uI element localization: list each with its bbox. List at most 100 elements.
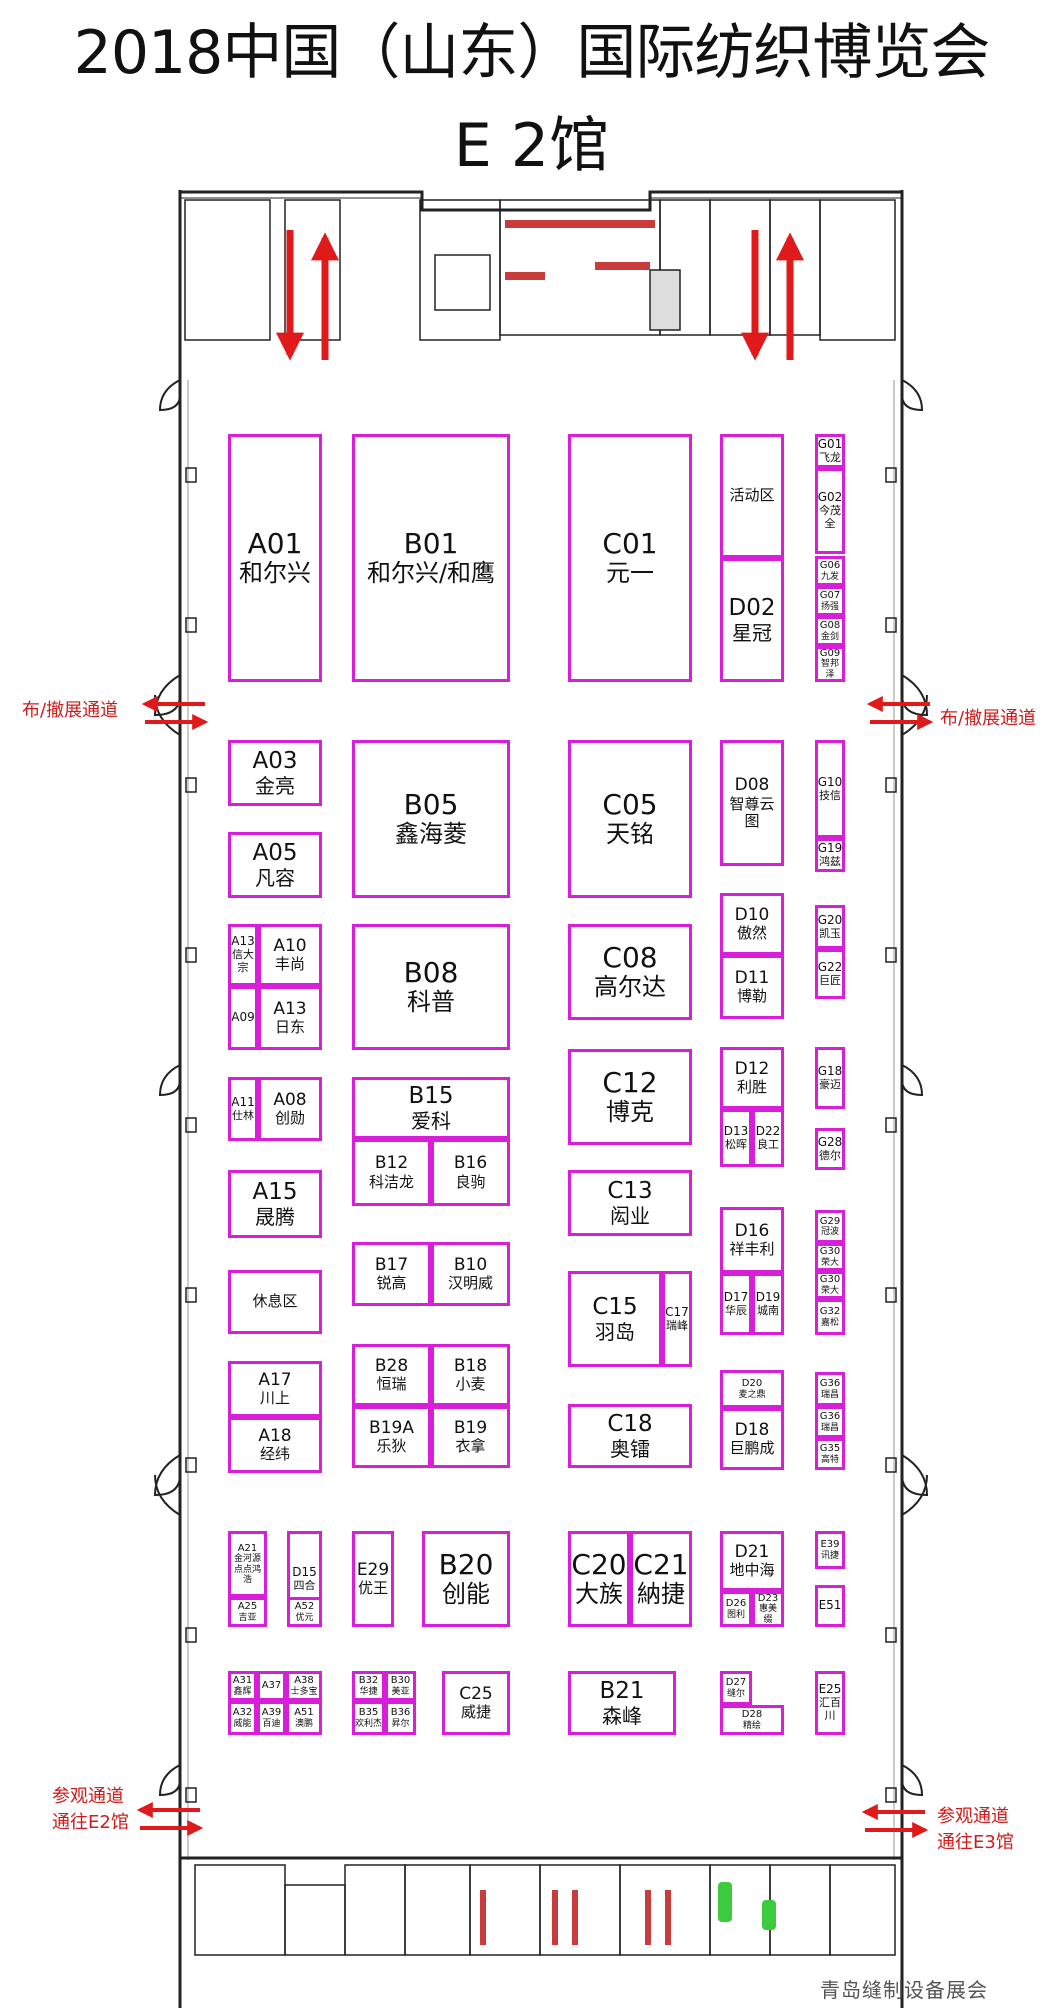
booth-code: B19 xyxy=(453,1417,488,1438)
booth-exhibitor: 利胜 xyxy=(736,1078,767,1097)
booth-code: C01 xyxy=(602,527,658,561)
booth-exhibitor: 博勒 xyxy=(736,987,767,1006)
booth-code: A05 xyxy=(252,840,298,867)
booth-exhibitor: 凯玉 xyxy=(819,926,841,940)
south-seating xyxy=(480,1890,671,1945)
booth-exhibitor: 金亮 xyxy=(255,773,295,798)
booth-code: D11 xyxy=(734,967,770,988)
booth-exhibitor: 丰尚 xyxy=(274,955,305,974)
booth-exhibitor: 麦之鼎 xyxy=(738,1389,766,1400)
booth-code: B08 xyxy=(403,956,459,990)
booth-code: B19A xyxy=(369,1417,414,1438)
booth-code: C25 xyxy=(459,1683,493,1704)
booth-code: D18 xyxy=(734,1419,770,1440)
booth-code: C08 xyxy=(602,941,658,975)
booth-exhibitor: 良工 xyxy=(757,1137,779,1151)
north-service-area xyxy=(184,199,896,341)
booth-exhibitor: 豪迈 xyxy=(819,1077,841,1091)
booth-exhibitor: 华辰 xyxy=(725,1303,747,1317)
booth-code: A21 xyxy=(237,1542,258,1554)
booth-exhibitor: 今茂全 xyxy=(819,504,841,530)
booth-code: C12 xyxy=(602,1066,658,1100)
booth-code: G30 xyxy=(819,1246,841,1258)
booth-code: A37 xyxy=(261,1680,282,1692)
booth-exhibitor: 汇百川 xyxy=(819,1696,841,1722)
booth-code: B18 xyxy=(453,1355,488,1376)
booth-exhibitor: 鑫海菱 xyxy=(395,820,467,849)
booth-exhibitor: 金河源点点鸿浩 xyxy=(233,1554,261,1585)
booth-code: A10 xyxy=(273,935,307,956)
booth-exhibitor: 讯捷 xyxy=(820,1550,839,1561)
booth-exhibitor: 优元 xyxy=(295,1612,314,1623)
booth-exhibitor: 川上 xyxy=(259,1389,290,1408)
watermark: 青岛缝制设备展会 xyxy=(820,1978,988,2002)
booth-exhibitor: 威能 xyxy=(233,1718,252,1729)
booth-code: B16 xyxy=(453,1153,488,1174)
booth-exhibitor: 恒瑞 xyxy=(376,1375,407,1394)
booth-exhibitor: 活动区 xyxy=(729,486,775,505)
booth-exhibitor: 祥丰利 xyxy=(729,1240,775,1259)
booth-code: E39 xyxy=(820,1539,840,1551)
booth-code: G35 xyxy=(819,1443,841,1455)
booth-code: E25 xyxy=(818,1682,842,1697)
booth-code: C13 xyxy=(607,1178,653,1205)
booth-exhibitor: 四合 xyxy=(293,1578,316,1592)
booth-exhibitor: 和尔兴 xyxy=(239,559,311,588)
booth-code: A11 xyxy=(231,1094,255,1109)
booth-code: C15 xyxy=(592,1294,638,1321)
booth-exhibitor: 科普 xyxy=(407,988,455,1017)
booth-exhibitor: 衣拿 xyxy=(455,1437,486,1456)
booth-exhibitor: 汉明威 xyxy=(447,1274,493,1293)
booth-code: B21 xyxy=(599,1678,645,1705)
north-wall xyxy=(180,190,902,212)
booth-exhibitor: 经纬 xyxy=(259,1445,290,1464)
booth-code: B01 xyxy=(403,527,459,561)
booth-code: A09 xyxy=(231,1010,255,1025)
booth-exhibitor: 荣大 xyxy=(820,1257,839,1268)
booth-exhibitor: 巨鹏成 xyxy=(729,1439,775,1458)
booth-exhibitor: 瑞峰 xyxy=(666,1318,688,1332)
booth-exhibitor: 吉亚 xyxy=(238,1612,257,1623)
booth-exhibitor: 和尔兴/和鹰 xyxy=(366,559,496,588)
booth-code: D22 xyxy=(755,1123,781,1138)
booth-exhibitor: 智尊云图 xyxy=(729,794,775,830)
booth-area-46: 休息区 xyxy=(228,1270,322,1334)
west-visitor-passage-label: 参观通道 xyxy=(52,1786,124,1807)
booth-code: G28 xyxy=(817,1134,843,1149)
booth-exhibitor: 锐高 xyxy=(376,1274,407,1293)
booth-exhibitor: 凡容 xyxy=(255,865,295,890)
booth-exhibitor: 高特 xyxy=(820,1454,839,1465)
